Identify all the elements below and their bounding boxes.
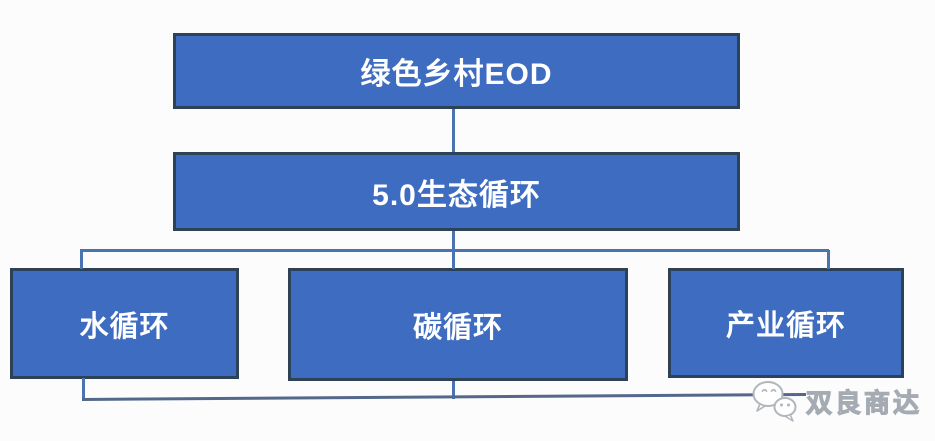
node-green-village-eod-label: 绿色乡村EOD bbox=[360, 58, 553, 91]
connector-drop-water bbox=[80, 250, 83, 269]
node-industry-cycle-label: 产业循环 bbox=[725, 310, 846, 342]
node-green-village-eod: 绿色乡村EOD bbox=[173, 33, 740, 109]
connector-drop-industry bbox=[827, 250, 830, 269]
watermark-label: 双良商达 bbox=[805, 387, 923, 418]
node-eco-cycle-50: 5.0生态循环 bbox=[173, 152, 740, 231]
connector-level2-stub bbox=[452, 231, 455, 250]
watermark: 双良商达 bbox=[748, 378, 922, 424]
node-water-cycle: 水循环 bbox=[10, 268, 239, 379]
wechat-icon bbox=[752, 381, 797, 422]
connector-bottom-drop-carbon bbox=[452, 381, 455, 399]
connector-bottom-horizontal bbox=[81, 392, 806, 401]
node-water-cycle-label: 水循环 bbox=[79, 310, 170, 343]
node-carbon-cycle: 碳循环 bbox=[288, 268, 628, 381]
connector-drop-carbon bbox=[452, 250, 455, 269]
node-eco-cycle-50-label: 5.0生态循环 bbox=[372, 178, 541, 212]
connector-branch-horizontal bbox=[80, 249, 829, 252]
node-industry-cycle: 产业循环 bbox=[668, 268, 904, 378]
connector-root-to-level2 bbox=[452, 109, 455, 152]
node-carbon-cycle-label: 碳循环 bbox=[412, 311, 503, 344]
connector-bottom-drop-water bbox=[82, 378, 85, 399]
